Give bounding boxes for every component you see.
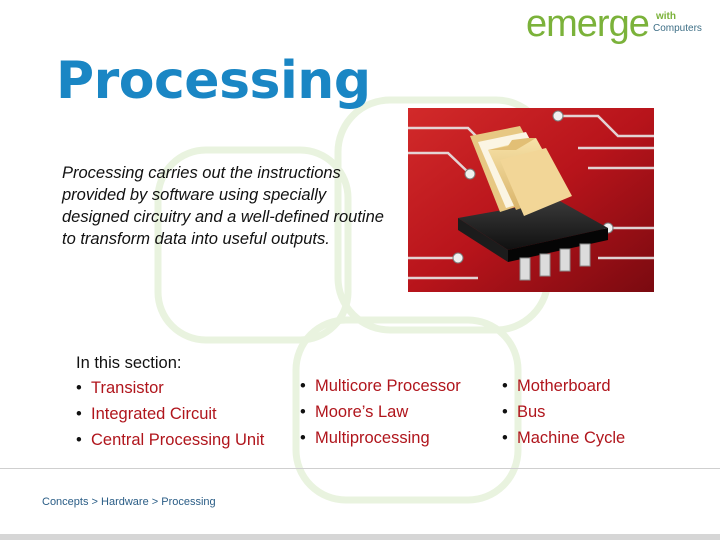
bullet-icon: • (502, 377, 508, 395)
emerge-logo: emerge with Computers (526, 3, 712, 46)
topic-link-machine-cycle[interactable]: Machine Cycle (517, 429, 626, 447)
logo-wordmark: emerge (526, 3, 650, 45)
description: Processing carries out the instructions … (62, 162, 392, 250)
list-item[interactable]: • Multicore Processor (300, 373, 461, 399)
chip-folder-photo (408, 108, 654, 292)
topic-link-integrated-circuit[interactable]: Integrated Circuit (91, 405, 217, 423)
bullet-icon: • (300, 403, 306, 421)
list-item[interactable]: • Central Processing Unit (76, 427, 264, 453)
topic-link-bus[interactable]: Bus (517, 403, 546, 421)
list-item[interactable]: • Integrated Circuit (76, 401, 264, 427)
topic-link-cpu[interactable]: Central Processing Unit (91, 431, 265, 449)
logo-computers: Computers (653, 23, 702, 34)
footer-bar (0, 534, 720, 540)
description-rest: carries out the instructions provided by… (62, 164, 384, 248)
footer-divider (0, 468, 720, 469)
bullet-icon: • (502, 403, 508, 421)
list-item[interactable]: • Machine Cycle (502, 425, 625, 451)
bullet-icon: • (300, 377, 306, 395)
section-heading: In this section: (76, 354, 182, 372)
topic-list-column-2: • Multicore Processor • Moore’s Law • Multi… (300, 373, 461, 451)
topic-link-moores-law[interactable]: Moore’s Law (315, 403, 409, 421)
list-item[interactable]: • Multiprocessing (300, 425, 461, 451)
breadcrumb: Concepts > Hardware > Processing (42, 496, 216, 508)
bullet-icon: • (76, 431, 82, 449)
topic-link-multicore[interactable]: Multicore Processor (315, 377, 461, 395)
list-item[interactable]: • Motherboard (502, 373, 625, 399)
description-term: Processing (62, 164, 144, 182)
topic-link-motherboard[interactable]: Motherboard (517, 377, 611, 395)
list-item[interactable]: • Bus (502, 399, 625, 425)
bullet-icon: • (76, 379, 82, 397)
bullet-icon: • (300, 429, 306, 447)
topic-link-multiprocessing[interactable]: Multiprocessing (315, 429, 430, 447)
list-item[interactable]: • Transistor (76, 375, 264, 401)
list-item[interactable]: • Moore’s Law (300, 399, 461, 425)
bullet-icon: • (76, 405, 82, 423)
logo-with: with (656, 11, 676, 22)
topic-list-column-1: • Transistor • Integrated Circuit • Central… (76, 375, 264, 453)
topic-link-transistor[interactable]: Transistor (91, 379, 164, 397)
page-title: Processing (56, 51, 371, 111)
bullet-icon: • (502, 429, 508, 447)
topic-list-column-3: • Motherboard • Bus • Machine Cycle (502, 373, 625, 451)
